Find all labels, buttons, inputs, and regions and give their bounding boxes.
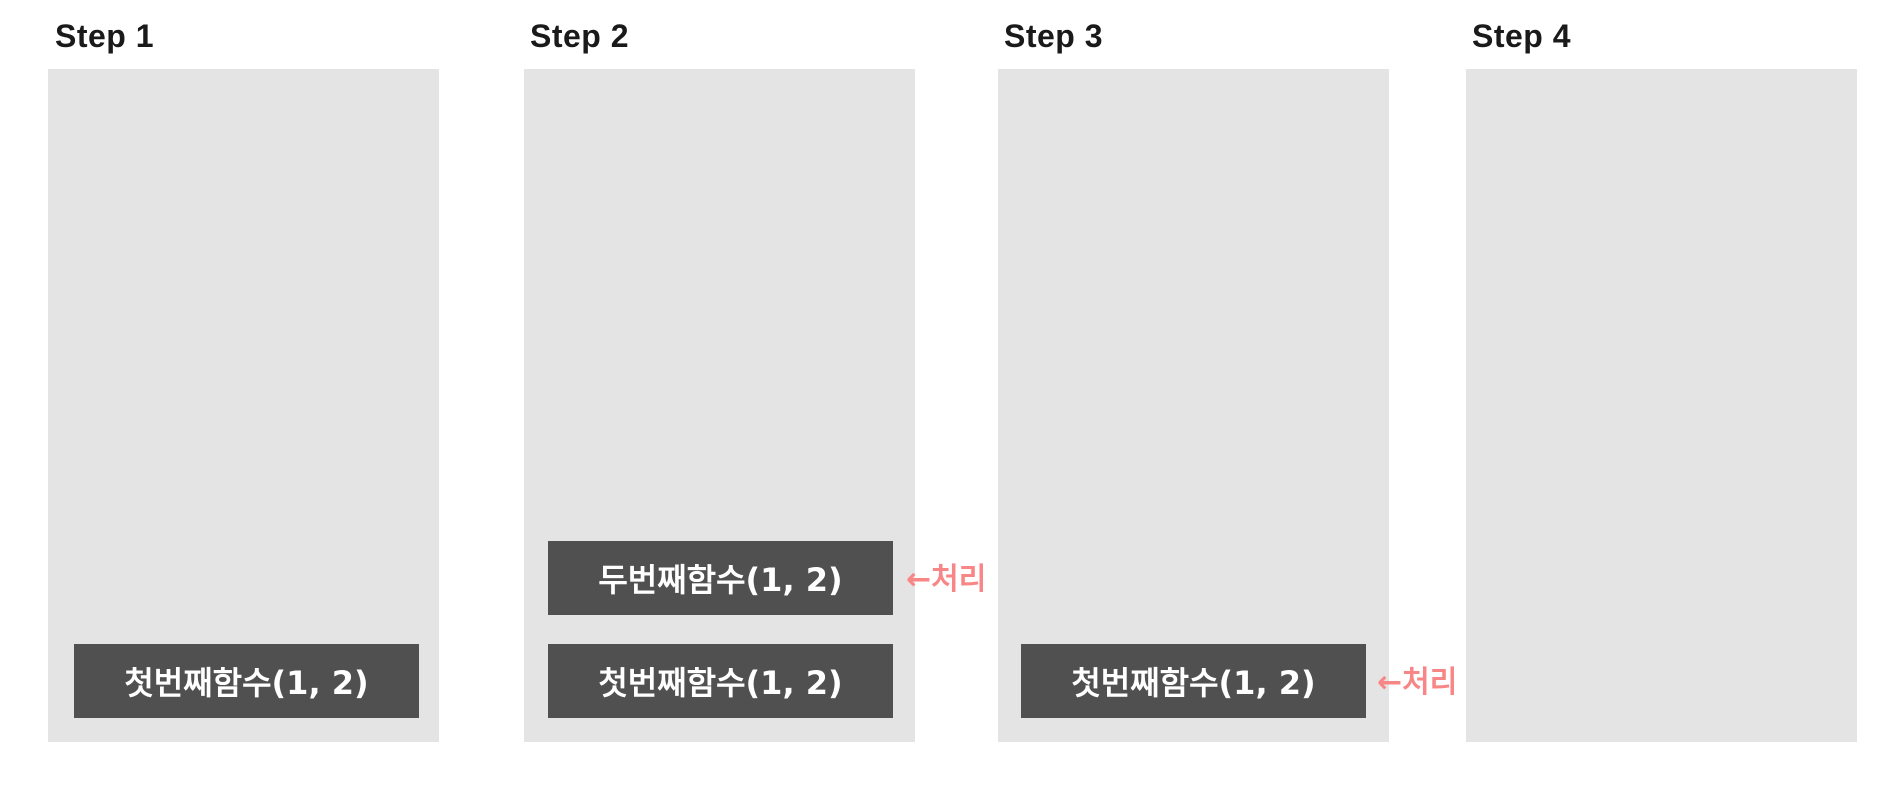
step-3-call-stack-panel: 첫번째함수(1, 2) [998, 69, 1389, 742]
step-3-title: Step 3 [1004, 18, 1104, 54]
stack-frame-second-function: 두번째함수(1, 2) [548, 541, 893, 615]
step-2-call-stack-panel: 두번째함수(1, 2) 첫번째함수(1, 2) [524, 69, 915, 742]
process-annotation-step-2: ←처리 [906, 562, 987, 597]
step-4-title: Step 4 [1472, 18, 1572, 54]
stack-frame-first-function: 첫번째함수(1, 2) [74, 644, 419, 718]
step-1-title: Step 1 [55, 18, 155, 54]
step-4-call-stack-panel [1466, 69, 1857, 742]
stack-frame-first-function: 첫번째함수(1, 2) [1021, 644, 1366, 718]
step-2-title: Step 2 [530, 18, 630, 54]
process-annotation-step-3: ←처리 [1377, 665, 1458, 700]
step-1-call-stack-panel: 첫번째함수(1, 2) [48, 69, 439, 742]
stack-frame-first-function: 첫번째함수(1, 2) [548, 644, 893, 718]
